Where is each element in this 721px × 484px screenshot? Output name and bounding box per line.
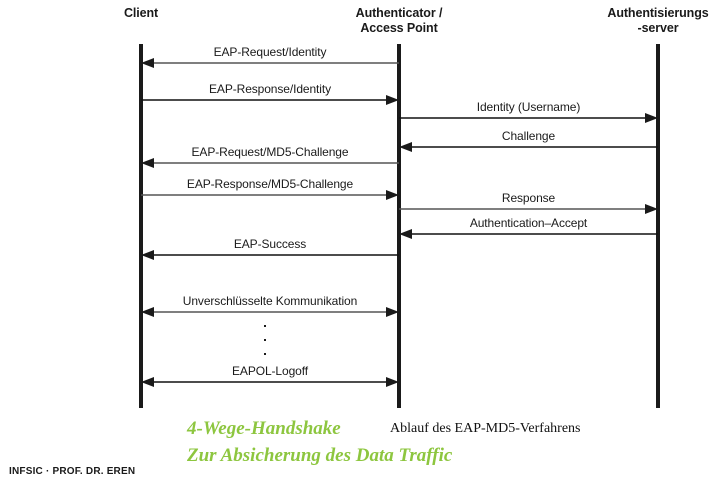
message-identity-username: Identity (Username) (399, 95, 658, 123)
arrow-right-icon (399, 204, 658, 214)
message-eap-response-identity: EAP-Response/Identity (141, 77, 399, 105)
caption-green-line-1: 4-Wege-Handshake (187, 418, 341, 439)
participant-label-auth-server: Authentisierungs -server (607, 6, 709, 35)
arrow-right-icon (141, 190, 399, 200)
dot-2 (264, 339, 266, 341)
message-label: Response (501, 191, 556, 205)
arrow-left-icon (141, 158, 399, 168)
dot-3 (264, 353, 266, 355)
message-authentication-accept: Authentication–Accept (399, 211, 658, 239)
caption-diagram-title: Ablauf des EAP-MD5-Verfahrens (390, 421, 581, 436)
message-response: Response (399, 186, 658, 214)
footer-credit: INFSIC · PROF. DR. EREN (9, 466, 136, 477)
message-label: Unverschlüsselte Kommunikation (182, 294, 358, 308)
lifeline-client (139, 44, 143, 408)
message-label: Challenge (501, 129, 556, 143)
message-challenge: Challenge (399, 124, 658, 152)
message-eap-request-identity: EAP-Request/Identity (141, 40, 399, 68)
message-label: Identity (Username) (476, 100, 581, 114)
message-eapol-logoff: EAPOL-Logoff (141, 359, 399, 387)
message-label: Authentication–Accept (469, 216, 588, 230)
message-eap-success: EAP-Success (141, 232, 399, 260)
participant-label-authenticator: Authenticator / Access Point (355, 6, 443, 35)
participant-label-client: Client (123, 6, 159, 20)
message-label: EAP-Request/Identity (213, 45, 327, 59)
arrow-bidirectional-icon (141, 307, 399, 317)
dot-1 (264, 325, 266, 327)
arrow-left-icon (399, 142, 658, 152)
message-label: EAP-Request/MD5-Challenge (191, 145, 349, 159)
arrow-left-icon (141, 58, 399, 68)
arrow-right-icon (141, 95, 399, 105)
message-label: EAP-Response/Identity (209, 82, 331, 96)
message-label: EAP-Response/MD5-Challenge (186, 177, 354, 191)
message-eap-response-md5-challenge: EAP-Response/MD5-Challenge (141, 172, 399, 200)
message-eap-request-md5-challenge: EAP-Request/MD5-Challenge (141, 140, 399, 168)
lifeline-authenticator (397, 44, 401, 408)
message-unverschluesselte-kommunikation: Unverschlüsselte Kommunikation (141, 289, 399, 317)
lifeline-auth-server (656, 44, 660, 408)
message-label: EAP-Success (233, 237, 307, 251)
message-label: EAPOL-Logoff (232, 364, 308, 378)
continuation-dots (260, 325, 270, 367)
arrow-left-icon (141, 250, 399, 260)
arrow-right-icon (399, 113, 658, 123)
arrow-left-icon (399, 229, 658, 239)
arrow-bidirectional-icon (141, 377, 399, 387)
caption-green-line-2: Zur Absicherung des Data Traffic (187, 445, 453, 466)
